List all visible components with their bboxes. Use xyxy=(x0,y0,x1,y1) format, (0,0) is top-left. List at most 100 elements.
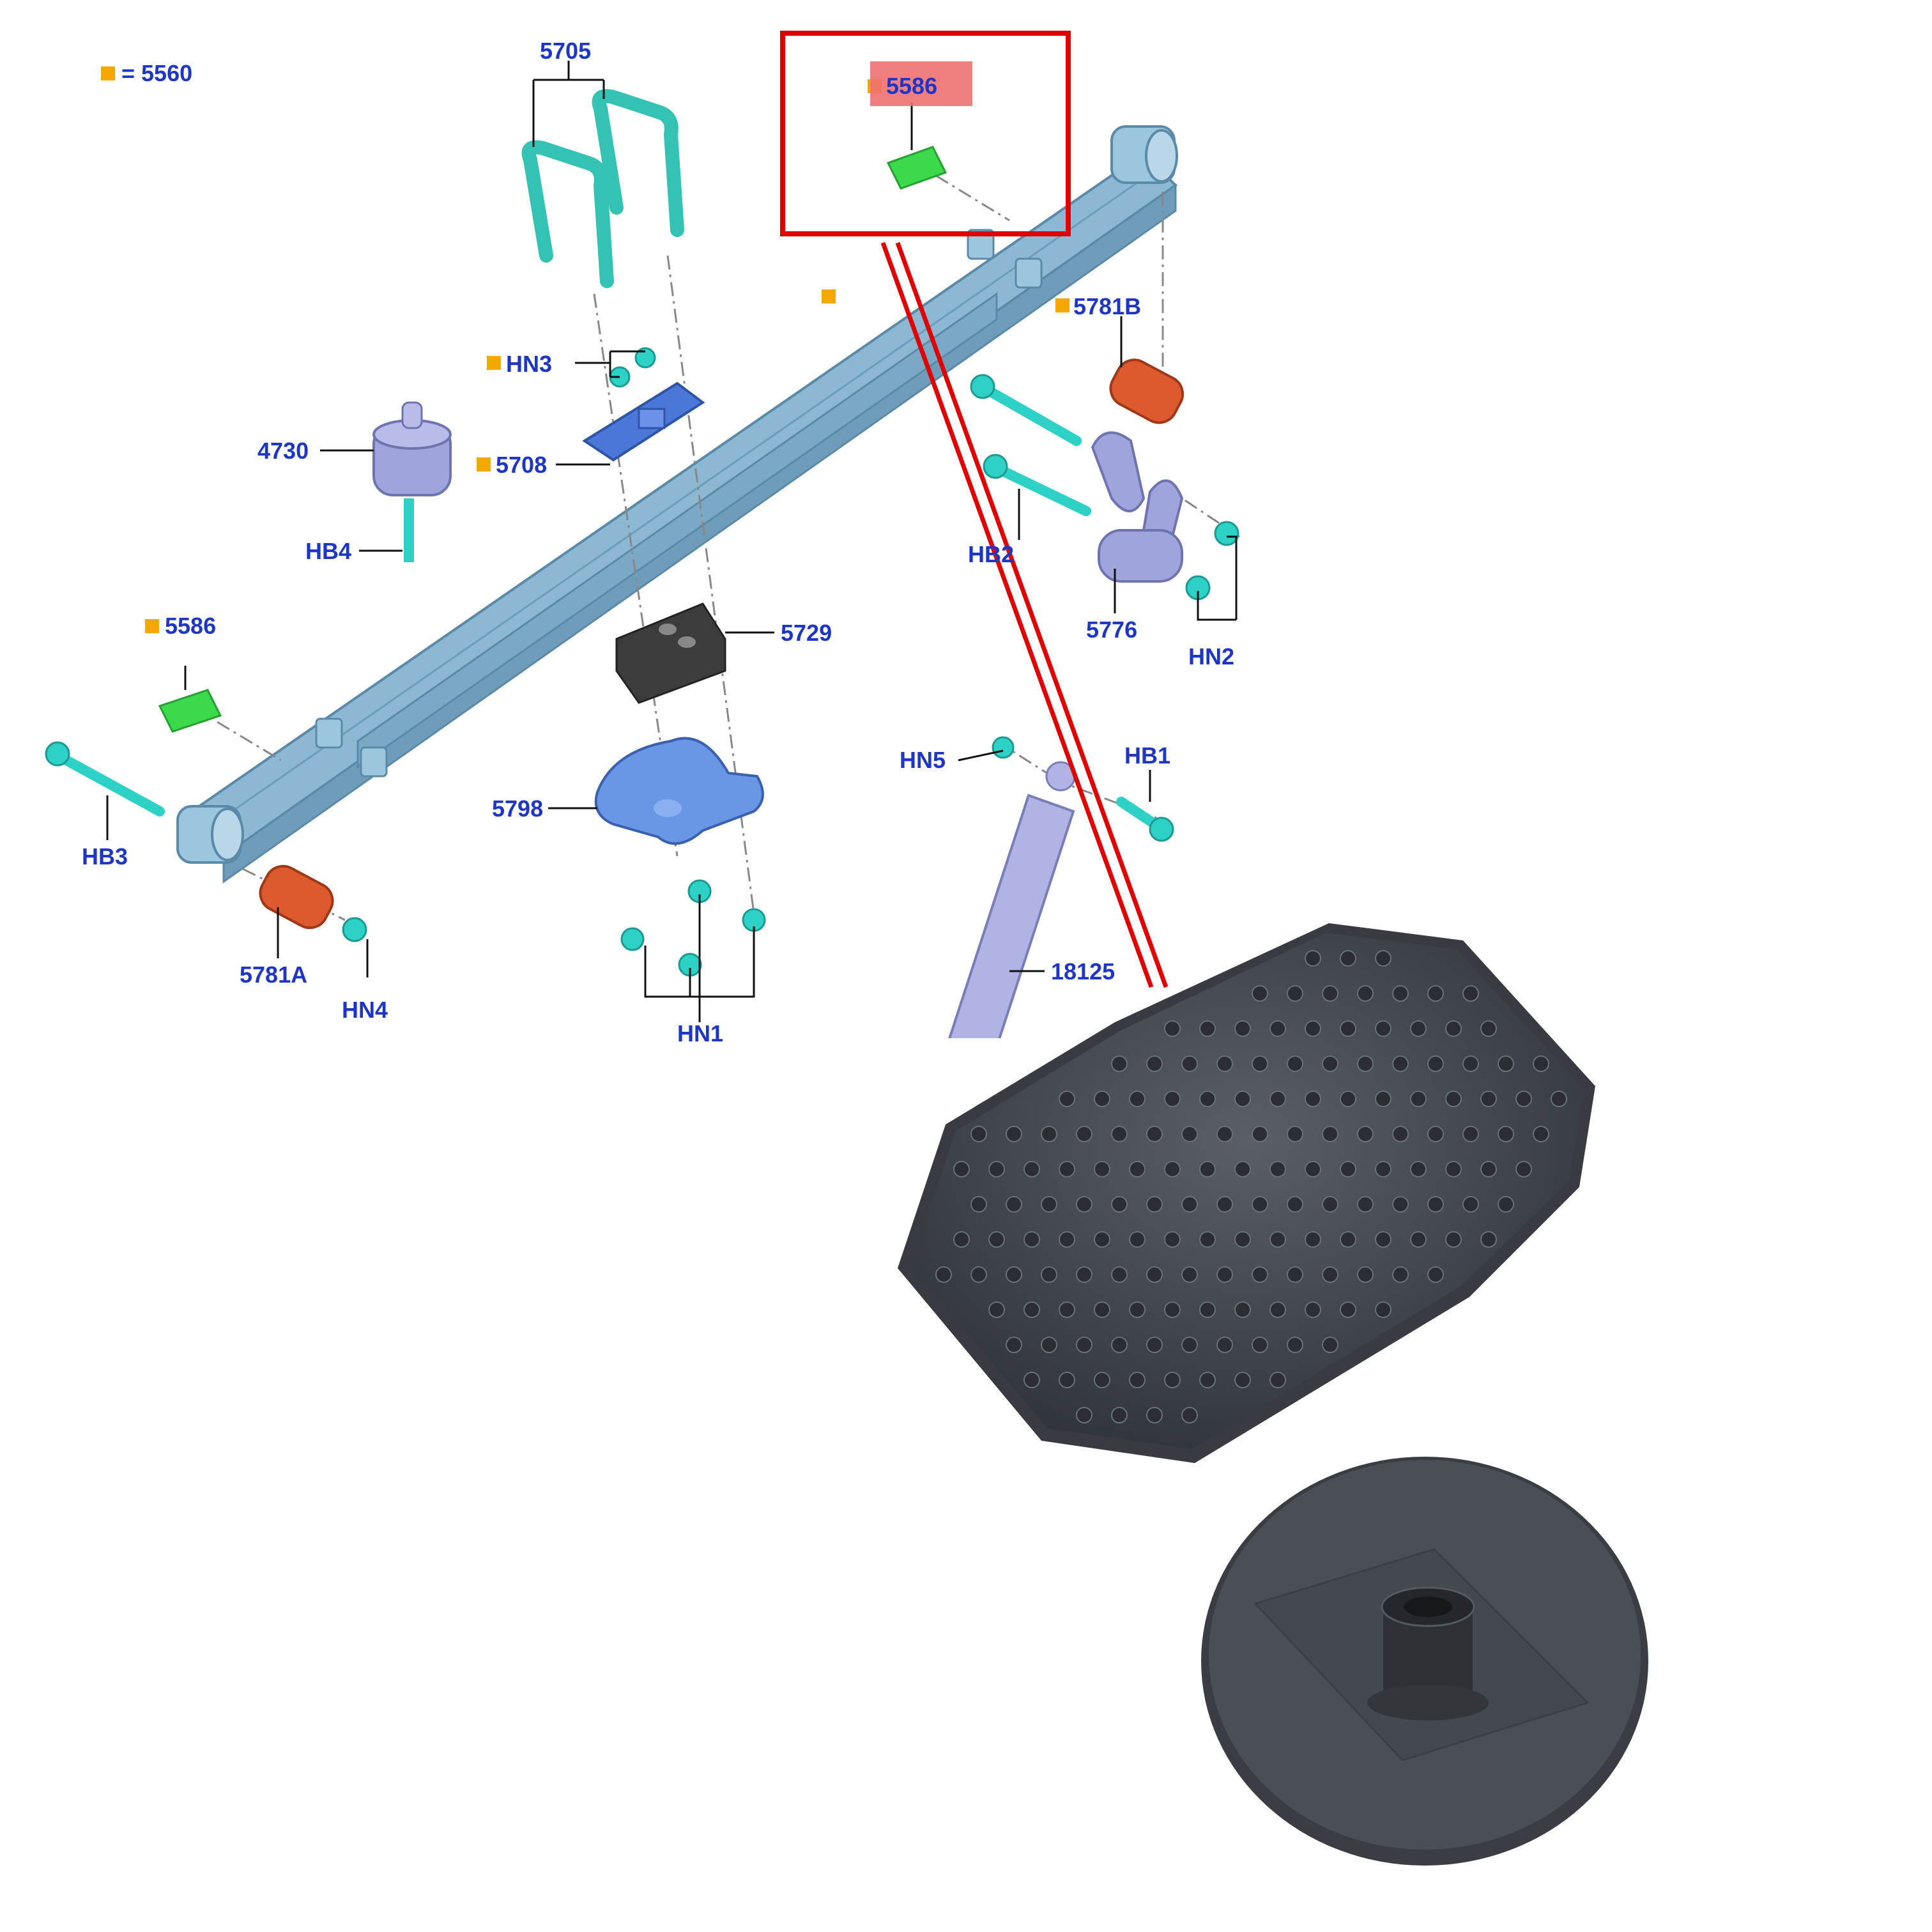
pad-stud xyxy=(1023,1161,1040,1177)
pad-stud xyxy=(1199,1161,1216,1177)
pad-stud xyxy=(1375,1231,1392,1248)
pad-stud xyxy=(1322,1266,1338,1283)
label-5776: 5776 xyxy=(1086,617,1137,643)
pad-stud xyxy=(1322,985,1338,1002)
pad-stud xyxy=(1498,1196,1514,1213)
pad-stud xyxy=(1006,1266,1022,1283)
label-18125: 18125 xyxy=(1051,958,1115,985)
pad-stud xyxy=(1480,1020,1497,1037)
pad-stud xyxy=(1216,1266,1233,1283)
pad-stud xyxy=(1181,1126,1198,1142)
pad-stud xyxy=(1445,1091,1462,1107)
pad-stud xyxy=(988,1231,1005,1248)
pad-stud xyxy=(1181,1055,1198,1072)
pad-stud xyxy=(1146,1337,1163,1353)
pad-stud xyxy=(1410,1020,1427,1037)
pad-stud xyxy=(1287,1055,1303,1072)
round-pad-photo xyxy=(1201,1457,1648,1866)
label-hn3: HN3 xyxy=(506,351,552,377)
label-5705: 5705 xyxy=(540,38,591,64)
pad-stud xyxy=(1375,1301,1392,1318)
pad-stud xyxy=(1252,1196,1268,1213)
label-hb3: HB3 xyxy=(82,843,128,870)
pad-stud xyxy=(1164,1161,1181,1177)
pad-stud xyxy=(1340,1091,1356,1107)
leader-lines xyxy=(106,61,1238,1022)
pad-stud xyxy=(1146,1196,1163,1213)
pad-stud xyxy=(1094,1091,1110,1107)
pad-stud xyxy=(1216,1126,1233,1142)
callout-box xyxy=(780,31,1071,236)
pad-stud xyxy=(1322,1055,1338,1072)
pad-stud xyxy=(1199,1091,1216,1107)
shock-absorber-18125 xyxy=(948,761,1076,1038)
legend-marker xyxy=(101,66,115,80)
label-5708: 5708 xyxy=(496,452,547,478)
bolts xyxy=(56,385,1165,832)
pad-stud xyxy=(1392,1055,1409,1072)
pad-stud xyxy=(1199,1020,1216,1037)
pad-5586-left xyxy=(158,689,222,733)
pad-stud xyxy=(1322,1126,1338,1142)
rubber-pad-photo xyxy=(898,923,1595,1463)
pad-stud xyxy=(1059,1301,1075,1318)
pad-stud xyxy=(1427,1196,1444,1213)
pad-stud xyxy=(1076,1196,1092,1213)
pad-stud xyxy=(1164,1301,1181,1318)
pad-stud xyxy=(1146,1266,1163,1283)
pad-stud xyxy=(1252,1055,1268,1072)
spring-seat-5798 xyxy=(594,737,764,845)
pad-stud xyxy=(1059,1091,1075,1107)
pad-stud xyxy=(1164,1372,1181,1388)
pad-stud xyxy=(1164,1231,1181,1248)
pad-stud xyxy=(1357,985,1374,1002)
pad-stud xyxy=(1340,1161,1356,1177)
nuts xyxy=(342,347,1239,977)
pad-stud xyxy=(1129,1091,1146,1107)
pad-stud xyxy=(1023,1231,1040,1248)
pad-stud xyxy=(1111,1055,1128,1072)
pad-stud xyxy=(1059,1161,1075,1177)
label-hn2: HN2 xyxy=(1188,643,1234,670)
pad-stud xyxy=(1410,1161,1427,1177)
pad-stud xyxy=(1269,1301,1286,1318)
pad-stud xyxy=(1023,1372,1040,1388)
pad-stud xyxy=(1146,1407,1163,1423)
pad-stud xyxy=(1462,1196,1479,1213)
pad-stud xyxy=(1041,1337,1057,1353)
pad-stud xyxy=(1462,1126,1479,1142)
pad-stud xyxy=(1480,1161,1497,1177)
pad-stud xyxy=(1094,1301,1110,1318)
pad-stud xyxy=(1287,985,1303,1002)
label-hb4: HB4 xyxy=(305,538,351,564)
pad-stud xyxy=(1252,1266,1268,1283)
label-5586-top: 5586 xyxy=(886,73,937,99)
pad-stud xyxy=(1357,1266,1374,1283)
spacer-block-5729 xyxy=(615,602,726,704)
pad-stud xyxy=(1234,1372,1251,1388)
callout-pointer xyxy=(880,241,1169,988)
pad-stud xyxy=(1340,1231,1356,1248)
pad-stud xyxy=(1392,1266,1409,1283)
pad-stud xyxy=(1322,1337,1338,1353)
pad-stud xyxy=(1199,1301,1216,1318)
pad-stud xyxy=(1006,1126,1022,1142)
pad-stud xyxy=(1410,1091,1427,1107)
pad-stud xyxy=(1392,985,1409,1002)
pad-stud xyxy=(1427,1126,1444,1142)
pad-stud xyxy=(1287,1196,1303,1213)
pad-stud xyxy=(1181,1196,1198,1213)
pad-stud xyxy=(1111,1126,1128,1142)
bushing-5781B xyxy=(1109,358,1184,424)
pad-stud xyxy=(1375,1091,1392,1107)
highlight-5586 xyxy=(870,61,972,106)
pad-stud xyxy=(1076,1337,1092,1353)
bushing-5781A xyxy=(259,864,334,930)
pad-stud xyxy=(1234,1091,1251,1107)
label-5729: 5729 xyxy=(781,620,832,646)
pad-stud xyxy=(1551,1091,1567,1107)
pad-stud xyxy=(935,1266,952,1283)
pad-stud xyxy=(1269,1020,1286,1037)
pad-stud xyxy=(1445,1161,1462,1177)
pad-stud xyxy=(1462,1055,1479,1072)
